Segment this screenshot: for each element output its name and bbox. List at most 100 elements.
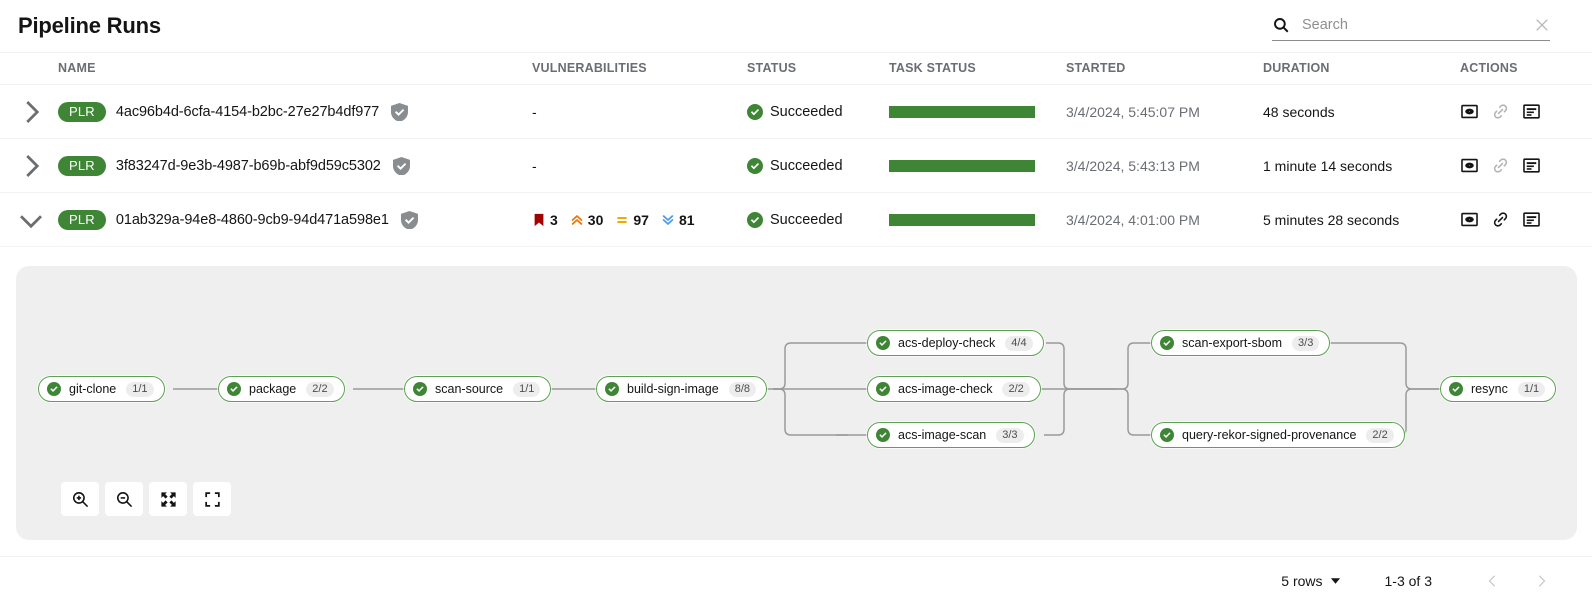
graph-node-acs-deploy-check[interactable]: acs-deploy-check 4/4 xyxy=(867,330,1044,356)
graph-node-acs-image-scan[interactable]: acs-image-scan 3/3 xyxy=(867,422,1035,448)
zoom-out-button[interactable] xyxy=(105,482,143,516)
zoom-in-button[interactable] xyxy=(61,482,99,516)
row-toggle-cell xyxy=(0,138,58,193)
page-title: Pipeline Runs xyxy=(18,13,161,38)
link-icon[interactable] xyxy=(1491,156,1510,175)
resource-kind-badge: PLR xyxy=(58,101,106,122)
expand-view-icon xyxy=(204,491,220,507)
link-icon[interactable] xyxy=(1491,102,1510,121)
column-header-actions: ACTIONS xyxy=(1460,52,1592,85)
started-timestamp: 3/4/2024, 5:45:07 PM xyxy=(1066,103,1200,120)
column-header-started: STARTED xyxy=(1066,52,1263,85)
node-label: resync xyxy=(1471,382,1508,396)
severity-medium-icon xyxy=(615,213,629,227)
severity-critical-icon xyxy=(532,213,546,227)
row-duration-cell: 5 minutes 28 seconds xyxy=(1263,192,1460,247)
view-output-icon[interactable] xyxy=(1460,156,1479,175)
signed-shield-icon xyxy=(392,156,410,176)
graph-node-acs-image-check[interactable]: acs-image-check 2/2 xyxy=(867,376,1041,402)
vulnerability-count: 30 xyxy=(587,211,604,228)
severity-low-icon xyxy=(661,213,675,227)
started-timestamp: 3/4/2024, 5:43:13 PM xyxy=(1066,157,1200,174)
table-footer: 5 rows 1-3 of 3 xyxy=(0,556,1592,604)
status-label: Succeeded xyxy=(770,157,843,174)
row-toggle-cell xyxy=(0,192,58,247)
next-page-button[interactable] xyxy=(1528,568,1554,594)
fit-to-screen-icon xyxy=(160,491,176,507)
graph-node-build-sign-image[interactable]: build-sign-image 8/8 xyxy=(596,376,768,402)
duration-text: 48 seconds xyxy=(1263,103,1335,120)
column-header-task-status: TASK STATUS xyxy=(889,52,1066,85)
node-task-count: 3/3 xyxy=(996,427,1024,443)
node-task-count: 2/2 xyxy=(1366,427,1394,443)
table-row[interactable]: PLR 4ac96b4d-6cfa-4154-b2bc-27e27b4df977… xyxy=(0,84,1592,139)
resource-kind-badge: PLR xyxy=(58,155,106,176)
node-label: acs-deploy-check xyxy=(898,336,996,350)
zoom-out-icon xyxy=(116,491,132,507)
row-duration-cell: 1 minute 14 seconds xyxy=(1263,138,1460,193)
close-icon[interactable] xyxy=(1534,17,1550,33)
graph-node-resync[interactable]: resync 1/1 xyxy=(1440,376,1557,402)
node-status-succeeded-icon xyxy=(413,382,427,396)
vulnerability-count: 3 xyxy=(550,211,558,228)
task-status-bar xyxy=(889,105,1035,118)
node-task-count: 1/1 xyxy=(1517,381,1546,397)
row-vulnerabilities-cell: 3 30 97 81 xyxy=(532,192,747,247)
graph-edges xyxy=(173,342,1440,436)
row-task-status-cell xyxy=(889,192,1066,247)
row-name-cell: PLR 4ac96b4d-6cfa-4154-b2bc-27e27b4df977 xyxy=(58,84,532,139)
graph-node-scan-source[interactable]: scan-source 1/1 xyxy=(404,376,552,402)
node-task-count: 2/2 xyxy=(1002,381,1030,397)
fit-to-screen-button[interactable] xyxy=(149,482,187,516)
link-icon[interactable] xyxy=(1491,210,1510,229)
vulnerability-empty: - xyxy=(532,103,537,120)
node-task-count: 1/1 xyxy=(513,381,541,397)
pipeline-graph-panel[interactable]: git-clone 1/1 package 2/2 scan-source 1/… xyxy=(16,266,1577,540)
table-row[interactable]: PLR 01ab329a-94e8-4860-9cb9-94d471a598e1… xyxy=(0,192,1592,247)
status-succeeded-icon xyxy=(747,211,763,228)
rows-per-page-select[interactable]: 5 rows xyxy=(1281,573,1340,589)
node-label: query-rekor-signed-provenance xyxy=(1182,428,1357,442)
expand-row-button[interactable] xyxy=(16,151,46,181)
logs-icon[interactable] xyxy=(1522,210,1541,229)
task-status-bar xyxy=(889,213,1035,226)
row-status-cell: Succeeded xyxy=(747,84,889,139)
previous-page-button[interactable] xyxy=(1480,568,1506,594)
logs-icon[interactable] xyxy=(1522,102,1541,121)
pipeline-run-name[interactable]: 4ac96b4d-6cfa-4154-b2bc-27e27b4df977 xyxy=(115,103,380,120)
node-label: build-sign-image xyxy=(627,382,719,396)
table-row[interactable]: PLR 3f83247d-9e3b-4987-b69b-abf9d59c5302… xyxy=(0,138,1592,193)
pagination-range: 1-3 of 3 xyxy=(1384,572,1432,589)
pipeline-run-name[interactable]: 3f83247d-9e3b-4987-b69b-abf9d59c5302 xyxy=(115,157,381,174)
graph-node-query-rekor-signed-provenance[interactable]: query-rekor-signed-provenance 2/2 xyxy=(1151,422,1405,448)
logs-icon[interactable] xyxy=(1522,156,1541,175)
vulnerability-critical: 3 xyxy=(532,212,558,228)
collapse-row-button[interactable] xyxy=(16,205,46,235)
vulnerability-count: 81 xyxy=(678,211,695,228)
view-output-icon[interactable] xyxy=(1460,102,1479,121)
row-actions-cell xyxy=(1460,84,1592,139)
node-label: acs-image-scan xyxy=(898,428,987,442)
row-started-cell: 3/4/2024, 5:45:07 PM xyxy=(1066,84,1263,139)
expand-row-button[interactable] xyxy=(16,97,46,127)
node-label: scan-source xyxy=(435,382,504,396)
chevron-right-icon xyxy=(1538,574,1546,587)
node-status-succeeded-icon xyxy=(876,428,890,442)
chevron-down-icon xyxy=(1330,578,1340,584)
reset-view-button[interactable] xyxy=(193,482,231,516)
row-name-cell: PLR 3f83247d-9e3b-4987-b69b-abf9d59c5302 xyxy=(58,138,532,193)
view-output-icon[interactable] xyxy=(1460,210,1479,229)
chevron-left-icon xyxy=(1488,574,1496,587)
search-box[interactable] xyxy=(1272,10,1550,41)
search-input[interactable] xyxy=(1302,17,1528,33)
node-status-succeeded-icon xyxy=(1449,382,1463,396)
graph-node-git-clone[interactable]: git-clone 1/1 xyxy=(38,376,165,402)
vulnerability-empty: - xyxy=(532,157,537,174)
row-vulnerabilities-cell: - xyxy=(532,84,747,139)
graph-node-package[interactable]: package 2/2 xyxy=(218,376,345,402)
table-header: NAME VULNERABILITIES STATUS TASK STATUS … xyxy=(0,52,1592,85)
graph-node-scan-export-sbom[interactable]: scan-export-sbom 3/3 xyxy=(1151,330,1331,356)
pipeline-run-name[interactable]: 01ab329a-94e8-4860-9cb9-94d471a598e1 xyxy=(115,211,389,228)
node-label: package xyxy=(249,382,297,396)
